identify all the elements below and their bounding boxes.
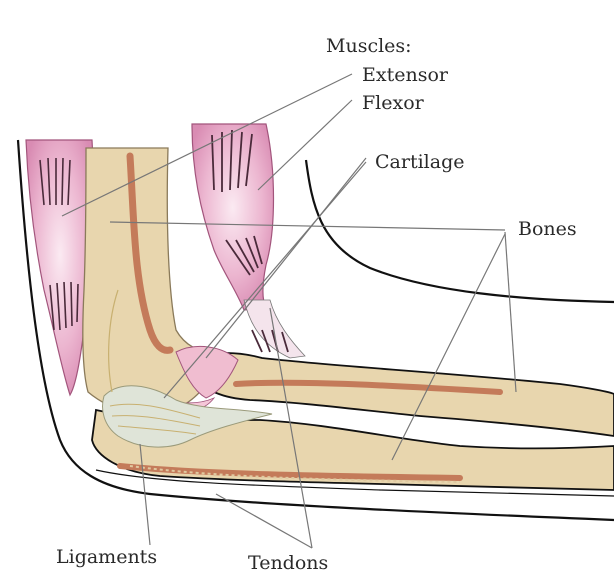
tendons-label: Tendons [248,554,328,573]
bones-label: Bones [518,220,577,239]
muscles-label: Muscles: [326,37,412,56]
flexor-label: Flexor [362,94,424,113]
cartilage-label: Cartilage [375,153,464,172]
extensor-label: Extensor [362,66,448,85]
flexor-muscle [192,124,305,358]
ligaments-label: Ligaments [56,548,157,567]
